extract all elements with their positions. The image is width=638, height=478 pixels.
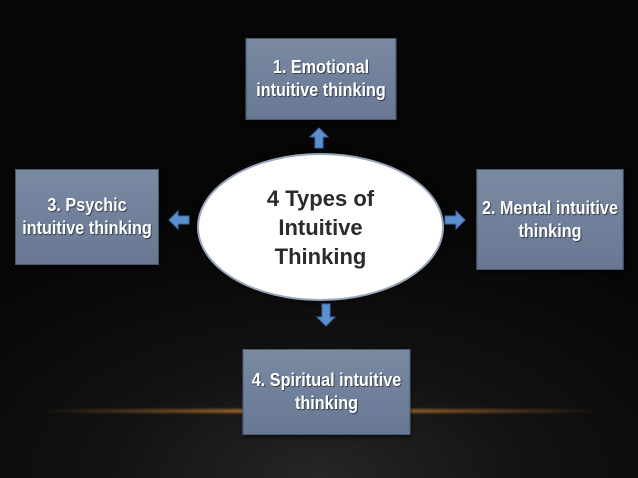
node-emotional-line-2: intuitive thinking bbox=[256, 80, 386, 100]
center-line-2: Intuitive bbox=[278, 214, 363, 240]
node-spiritual-line-1: 4. Spiritual intuitive bbox=[251, 370, 402, 390]
node-psychic-line-1: 3. Psychic bbox=[47, 195, 127, 215]
node-spiritual-intuitive-thinking: 4. Spiritual intuitive thinking bbox=[242, 349, 411, 435]
arrow-left-icon bbox=[168, 209, 190, 231]
node-mental-line-1: 2. Mental intuitive bbox=[482, 197, 618, 218]
node-spiritual-line-2: thinking bbox=[295, 393, 358, 413]
arrow-up-icon bbox=[309, 127, 329, 149]
node-emotional-line-1: 1. Emotional bbox=[272, 57, 370, 77]
node-psychic-line-2: intuitive thinking bbox=[22, 218, 152, 238]
arrow-down-icon bbox=[315, 303, 337, 327]
center-line-3: Thinking bbox=[274, 243, 367, 269]
node-mental-intuitive-thinking: 2. Mental intuitive thinking bbox=[476, 169, 624, 270]
center-line-1: 4 Types of bbox=[266, 185, 375, 211]
arrow-right-icon bbox=[444, 209, 466, 231]
node-emotional-intuitive-thinking: 1. Emotional intuitive thinking bbox=[245, 38, 397, 120]
node-mental-line-2: thinking bbox=[518, 220, 582, 241]
center-topic-ellipse: 4 Types of Intuitive Thinking bbox=[197, 153, 444, 301]
node-psychic-intuitive-thinking: 3. Psychic intuitive thinking bbox=[15, 169, 159, 265]
